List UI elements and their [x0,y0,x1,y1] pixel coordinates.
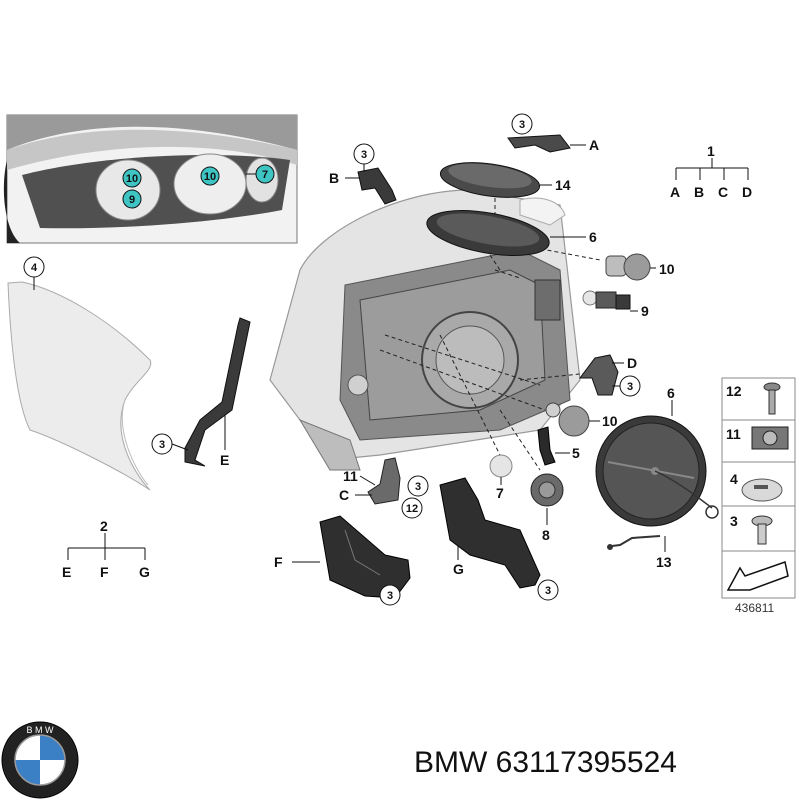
label-13: 13 [656,554,672,570]
part-10-bulb-lower [545,402,590,437]
nut-clip-icon [751,426,789,450]
tree-1-leaf-d: D [742,184,752,200]
label-b: B [329,170,339,186]
tree-1-root: 1 [707,143,715,159]
tree-2-root: 2 [100,518,108,534]
svg-text:3: 3 [415,481,421,493]
tree-2-leaf-f: F [100,564,109,580]
callout-3-c: 3 [407,475,429,497]
inset-callout-10b: 10 [200,166,220,186]
inset-callout-7: 7 [246,164,275,184]
svg-text:3: 3 [627,381,633,393]
inset-headlamp-view [3,114,298,244]
label-a: A [589,137,599,153]
svg-text:4: 4 [31,262,38,274]
part-6-cover-upper [426,210,550,256]
tree-1 [675,158,749,180]
part-10-bulb-upper [605,253,651,281]
part-14-cover [439,162,541,198]
svg-text:12: 12 [406,503,418,515]
label-6: 6 [589,229,597,245]
label-14: 14 [555,177,571,193]
callout-12: 12 [401,497,423,519]
callout-3-f: 3 [379,584,401,606]
plug-icon [741,478,783,502]
svg-text:B M W: B M W [27,725,55,735]
part-7-bulb [489,454,513,478]
tree-1-leaf-b: B [694,184,704,200]
inset-callout-10a: 10 [122,168,142,188]
label-6b: 6 [667,385,675,401]
part-b-clip [357,167,397,205]
leader-11 [359,475,376,486]
callout-3-top-b: 3 [511,113,533,135]
part-6-cover-large [595,415,707,527]
svg-text:9: 9 [129,194,135,206]
callout-3-g: 3 [537,579,559,601]
callout-3-d: 3 [612,375,641,397]
label-10: 10 [659,261,675,277]
legend-item-3: 3 [730,513,738,529]
tree-2-leaf-e: E [62,564,71,580]
svg-text:3: 3 [361,149,367,161]
part-9-bulb [582,290,631,310]
svg-text:3: 3 [545,585,551,597]
inset-callout-9: 9 [122,189,142,209]
direction-arrow-icon [726,561,789,591]
tree-1-leaf-a: A [670,184,680,200]
tree-2 [67,533,146,560]
label-9: 9 [641,303,649,319]
label-f: F [274,554,283,570]
legend-item-11: 11 [726,426,741,442]
headlamp-housing [269,189,581,471]
label-8: 8 [542,527,550,543]
tree-2-leaf-g: G [139,564,150,580]
callout-3-top-a: 3 [353,143,375,172]
part-g-bracket [439,477,541,589]
svg-text:3: 3 [519,119,525,131]
part-13-cable [607,470,719,550]
bmw-logo: B M W [1,721,79,799]
part-5-hose [537,426,556,466]
label-5: 5 [572,445,580,461]
part-d-clip [579,354,619,396]
svg-text:3: 3 [387,590,393,602]
svg-text:10: 10 [126,173,138,185]
label-d: D [627,355,637,371]
svg-text:10: 10 [204,171,216,183]
brand-part-number: BMW 63117395524 [414,746,677,779]
bolt-icon [751,515,773,545]
label-10b: 10 [602,413,618,429]
tree-1-leaf-c: C [718,184,728,200]
label-11: 11 [343,468,358,484]
part-8-socket [530,473,564,507]
part-f-bracket [319,515,411,599]
part-a-clip [507,134,571,153]
part-e-bracket [184,317,251,467]
callout-3-left: 3 [151,433,189,455]
label-e: E [220,452,229,468]
legend-item-12: 12 [726,383,742,399]
part-4-panel [7,281,152,491]
diagram-id: 436811 [735,601,774,615]
screw-icon [763,382,781,415]
label-7: 7 [496,485,504,501]
svg-text:7: 7 [262,169,268,181]
callout-4: 4 [23,256,45,290]
part-c-clip [367,457,401,505]
svg-text:3: 3 [159,439,165,451]
label-g: G [453,561,464,577]
legend-item-4: 4 [730,471,738,487]
label-c: C [339,487,349,503]
